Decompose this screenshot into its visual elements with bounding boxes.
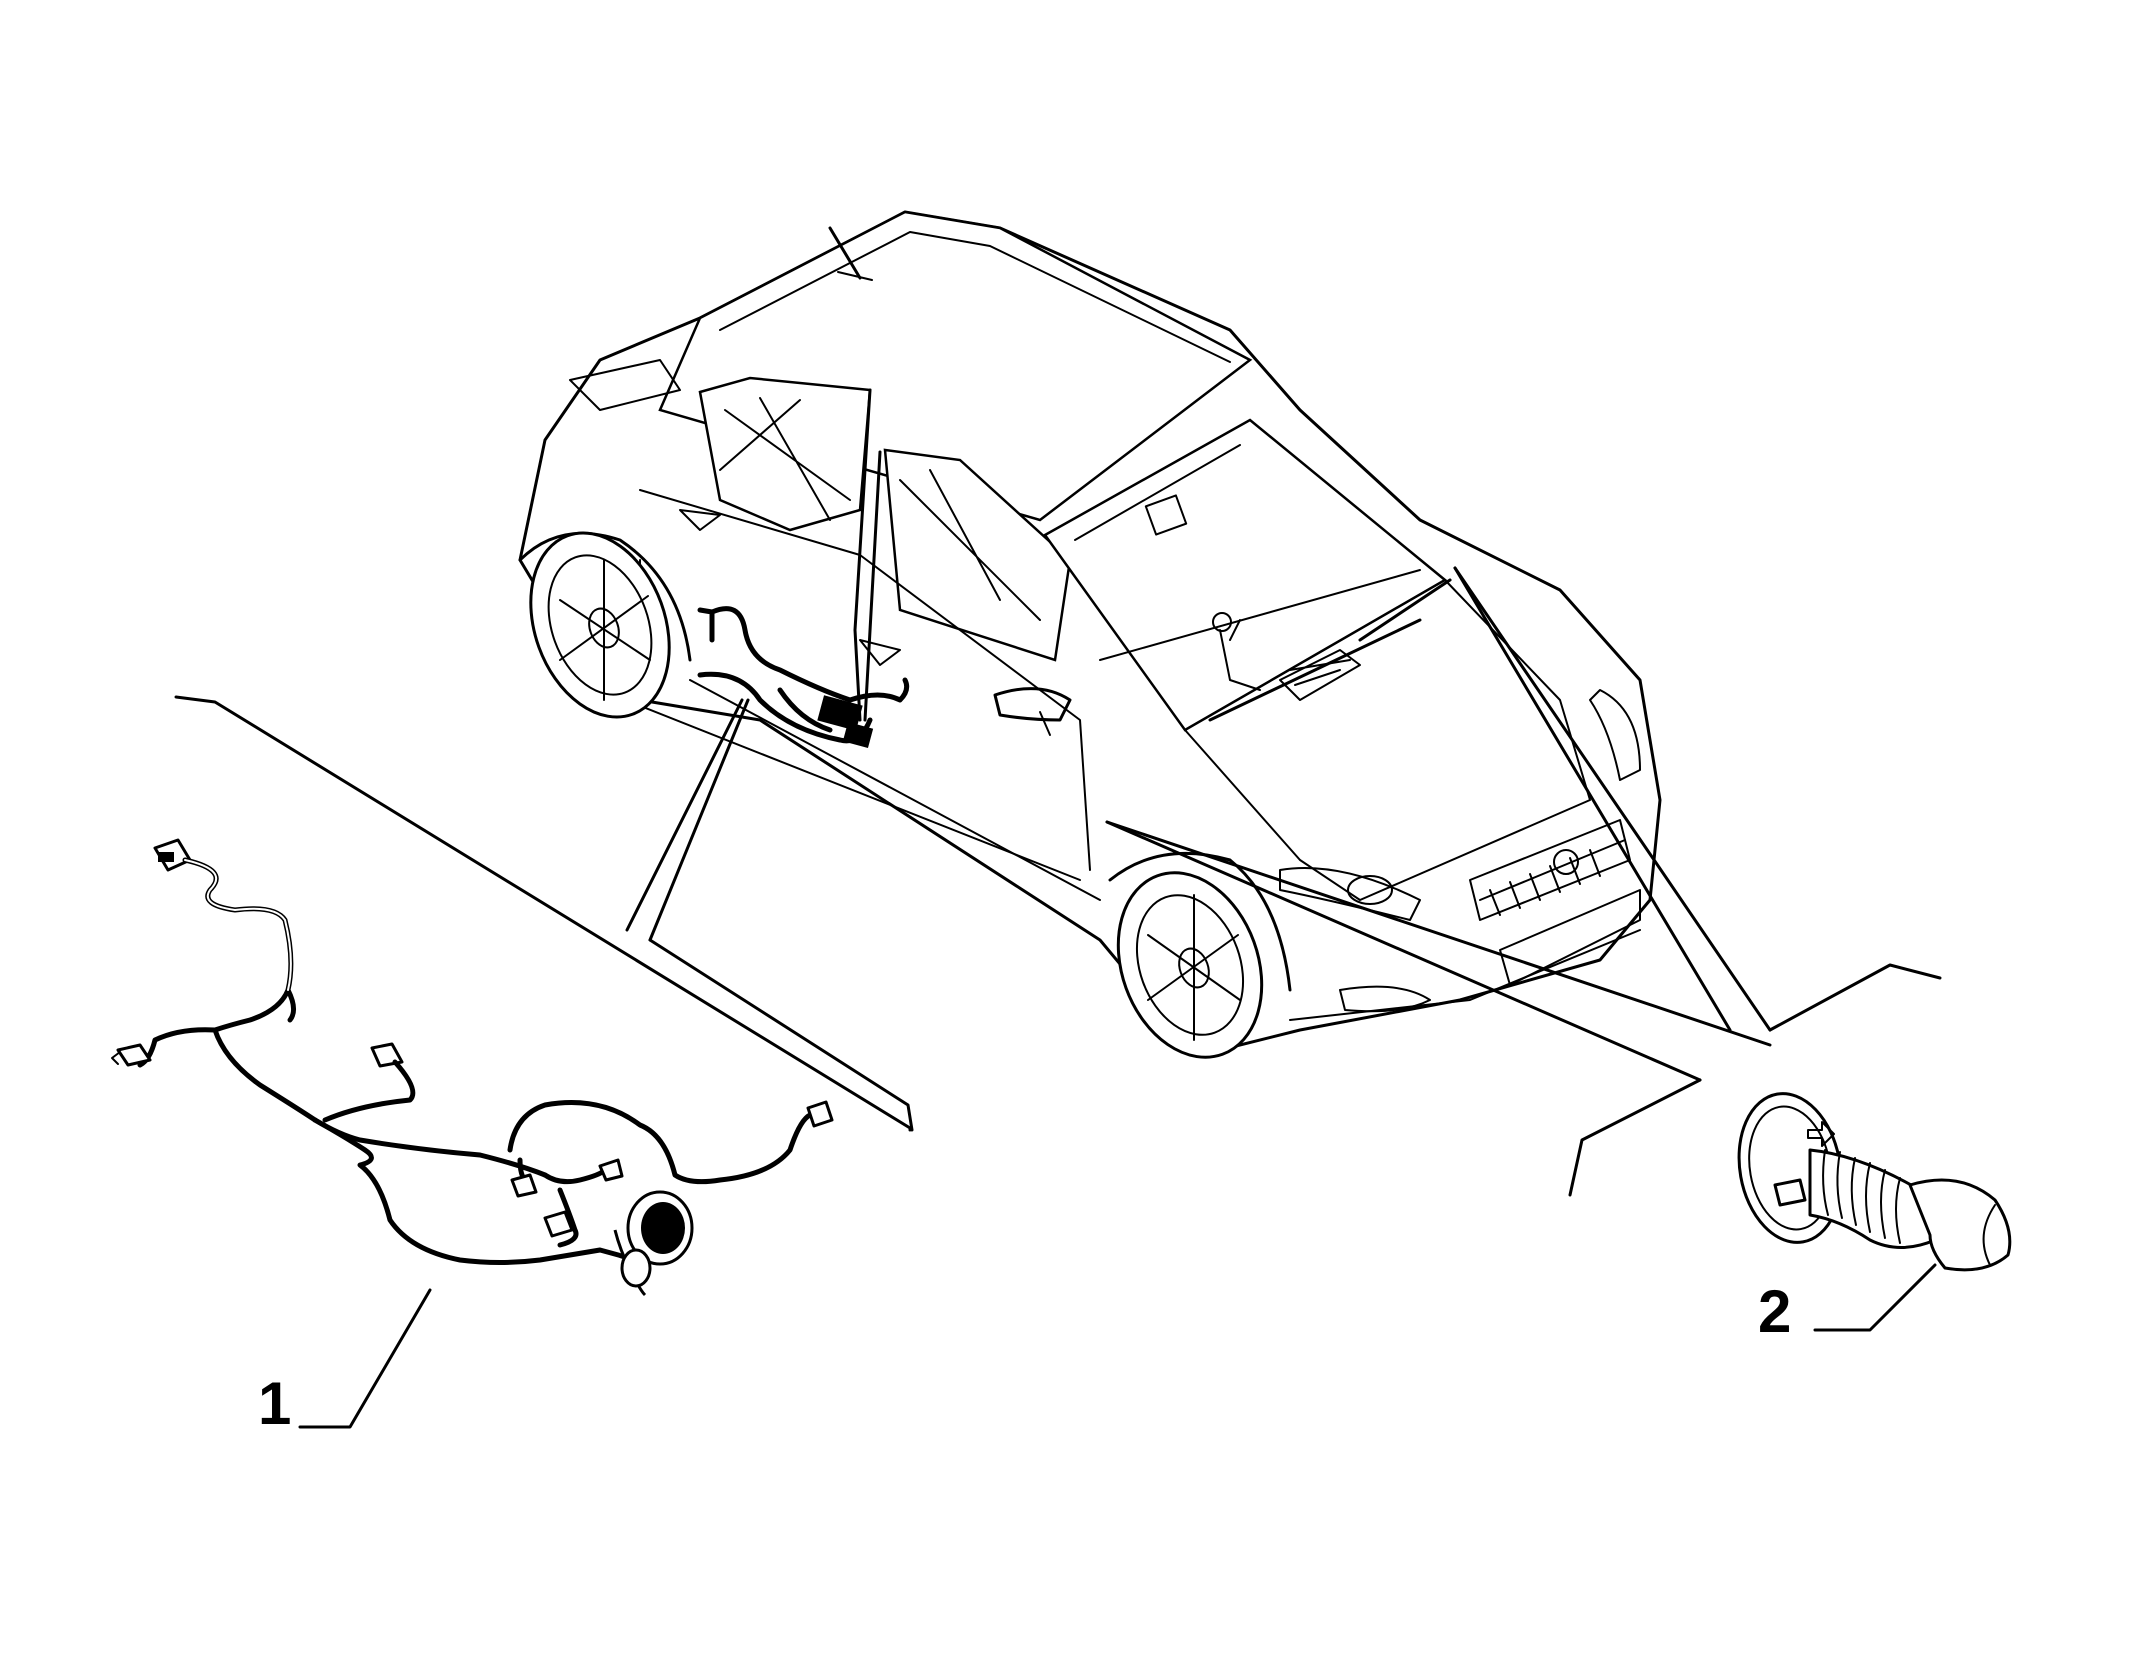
wiring-harness-icon	[111, 838, 834, 1297]
callout-2-leader	[1813, 1263, 1937, 1332]
installed-harness-icon	[697, 606, 910, 749]
callout-label-2: 2	[1758, 1278, 1792, 1345]
callout-1-leader	[298, 1288, 432, 1429]
leader-lines	[174, 566, 1942, 1197]
car-illustration-icon	[518, 210, 1662, 1059]
cable-grommet-icon	[1737, 1092, 2012, 1272]
round-connector-icon	[613, 1190, 694, 1297]
callout-label-1: 1	[258, 1370, 292, 1437]
